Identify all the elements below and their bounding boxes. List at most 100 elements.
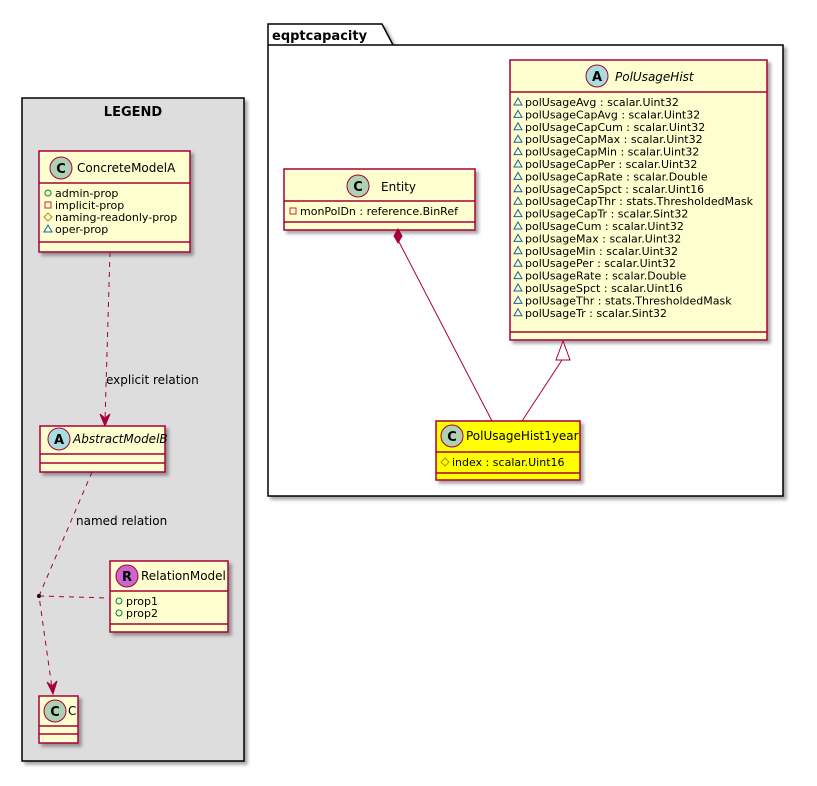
class-attributes: index : scalar.Uint16 — [440, 456, 565, 469]
attribute-row: polUsagePer : scalar.Uint32 — [525, 257, 676, 270]
package-visibility-icon — [513, 295, 523, 304]
package-visibility-icon — [513, 109, 523, 118]
package-visibility-icon — [513, 270, 523, 280]
abstract-stereotype-icon — [585, 64, 609, 88]
class-stereotype-letter: C — [353, 180, 363, 195]
relation-stereotype-icon — [115, 564, 139, 588]
attribute-row: naming-readonly-prop — [55, 211, 177, 224]
generalization-edge — [521, 359, 563, 422]
package-visibility-icon — [513, 233, 523, 242]
package-visibility-icon — [513, 134, 523, 143]
package-visibility-icon — [513, 220, 523, 230]
package-visibility-icon — [513, 158, 523, 168]
attribute-row: monPolDn : reference.BinRef — [300, 205, 459, 218]
class-name: AbstractModelB — [72, 432, 168, 446]
composition-edge — [397, 239, 493, 422]
private-visibility-icon — [44, 201, 52, 209]
class-pol-usage-hist[interactable]: A PolUsageHist polUsageAvg : scalar.Uint… — [509, 59, 768, 341]
attribute-row: index : scalar.Uint16 — [452, 456, 565, 469]
class-entity[interactable]: C Entity monPolDn : reference.BinRef — [283, 168, 476, 231]
package-visibility-icon — [513, 121, 523, 131]
attribute-row: polUsageMin : scalar.Uint32 — [525, 245, 678, 258]
class-concrete-model-a[interactable]: C ConcreteModelA admin-propimplicit-prop… — [38, 150, 191, 253]
class-name: RelationModel — [141, 569, 226, 583]
class-attributes: monPolDn : reference.BinRef — [289, 205, 459, 218]
class-name: PolUsageHist1year — [466, 429, 579, 443]
attribute-row: polUsageCapPer : scalar.Uint32 — [525, 158, 697, 171]
public-visibility-icon — [115, 609, 123, 617]
attribute-row: polUsageCapThr : stats.ThresholdedMask — [525, 195, 754, 208]
class-name: ConcreteModelA — [77, 161, 176, 175]
class-pol-usage-hist-1year[interactable]: C PolUsageHist1year index : scalar.Uint1… — [435, 420, 581, 481]
class-stereotype-icon — [346, 174, 370, 198]
class-c[interactable]: C C — [38, 695, 79, 744]
class-stereotype-icon — [440, 424, 464, 448]
package-visibility-icon — [513, 258, 523, 267]
protected-visibility-icon — [440, 457, 450, 467]
attribute-row: polUsageTr : scalar.Sint32 — [525, 307, 667, 320]
attribute-row: oper-prop — [55, 223, 108, 236]
attribute-row: polUsageCum : scalar.Uint32 — [525, 220, 684, 233]
attribute-row: polUsageMax : scalar.Uint32 — [525, 232, 681, 245]
attribute-row: polUsageThr : stats.ThresholdedMask — [525, 294, 732, 307]
attribute-row: polUsageCapRate : scalar.Double — [525, 170, 708, 183]
explicit-relation-label: explicit relation — [106, 373, 199, 387]
attribute-row: polUsageAvg : scalar.Uint32 — [525, 96, 679, 109]
class-name: Entity — [381, 180, 416, 194]
package-visibility-icon — [513, 208, 523, 218]
legend-group: LEGEND C ConcreteModelA admin-propimplic… — [21, 97, 245, 762]
attribute-row: polUsageCapTr : scalar.Sint32 — [525, 208, 688, 221]
class-attributes: admin-propimplicit-propnaming-readonly-p… — [43, 187, 177, 236]
inheritance-arrowhead — [555, 339, 571, 361]
attribute-row: prop2 — [126, 607, 158, 620]
package-visibility-icon — [513, 96, 523, 106]
attribute-row: polUsageCapAvg : scalar.Uint32 — [525, 108, 700, 121]
attribute-row: implicit-prop — [55, 199, 124, 212]
protected-visibility-icon — [43, 212, 53, 222]
abstract-stereotype-letter: A — [54, 433, 64, 448]
class-stereotype-letter: C — [50, 705, 60, 720]
private-visibility-icon — [289, 207, 297, 215]
class-name: PolUsageHist — [615, 70, 695, 84]
class-abstract-model-b[interactable]: A AbstractModelB — [39, 425, 168, 473]
package-visibility-icon — [513, 307, 523, 317]
package-visibility-icon — [513, 146, 523, 156]
package-visibility-icon — [43, 223, 53, 233]
package-eqptcapacity: eqptcapacity C Entity monPolDn : referen… — [267, 23, 784, 497]
attribute-row: prop1 — [126, 595, 158, 608]
class-stereotype-icon — [49, 156, 73, 180]
package-name: eqptcapacity — [272, 29, 368, 44]
abstract-stereotype-letter: A — [592, 70, 602, 85]
package-visibility-icon — [513, 196, 523, 205]
relation-model-link — [38, 595, 111, 599]
class-stereotype-letter: C — [56, 162, 66, 177]
composition-diamond — [393, 227, 403, 245]
public-visibility-icon — [115, 597, 123, 605]
package-visibility-icon — [513, 183, 523, 193]
class-attributes: polUsageAvg : scalar.Uint32polUsageCapAv… — [513, 96, 754, 320]
named-relation-label: named relation — [76, 514, 167, 528]
abstract-stereotype-icon — [47, 427, 71, 451]
attribute-row: admin-prop — [55, 187, 118, 200]
attribute-row: polUsageCapCum : scalar.Uint32 — [525, 121, 705, 134]
legend-title: LEGEND — [104, 105, 163, 120]
attribute-row: polUsageCapSpct : scalar.Uint16 — [525, 183, 704, 196]
public-visibility-icon — [44, 189, 52, 197]
package-visibility-icon — [513, 245, 523, 255]
relation-stereotype-letter: R — [122, 570, 132, 585]
package-visibility-icon — [513, 282, 523, 292]
arrowhead — [99, 413, 111, 428]
package-visibility-icon — [513, 171, 523, 180]
attribute-row: polUsageCapMax : scalar.Uint32 — [525, 133, 703, 146]
arrowhead — [46, 680, 58, 696]
class-name: C — [68, 704, 76, 718]
attribute-row: polUsageCapMin : scalar.Uint32 — [525, 146, 699, 159]
class-stereotype-icon — [43, 699, 67, 723]
attribute-row: polUsageRate : scalar.Double — [525, 270, 686, 283]
explicit-relation-edge — [104, 251, 111, 421]
attribute-row: polUsageSpct : scalar.Uint16 — [525, 282, 683, 295]
class-stereotype-letter: C — [447, 430, 457, 445]
